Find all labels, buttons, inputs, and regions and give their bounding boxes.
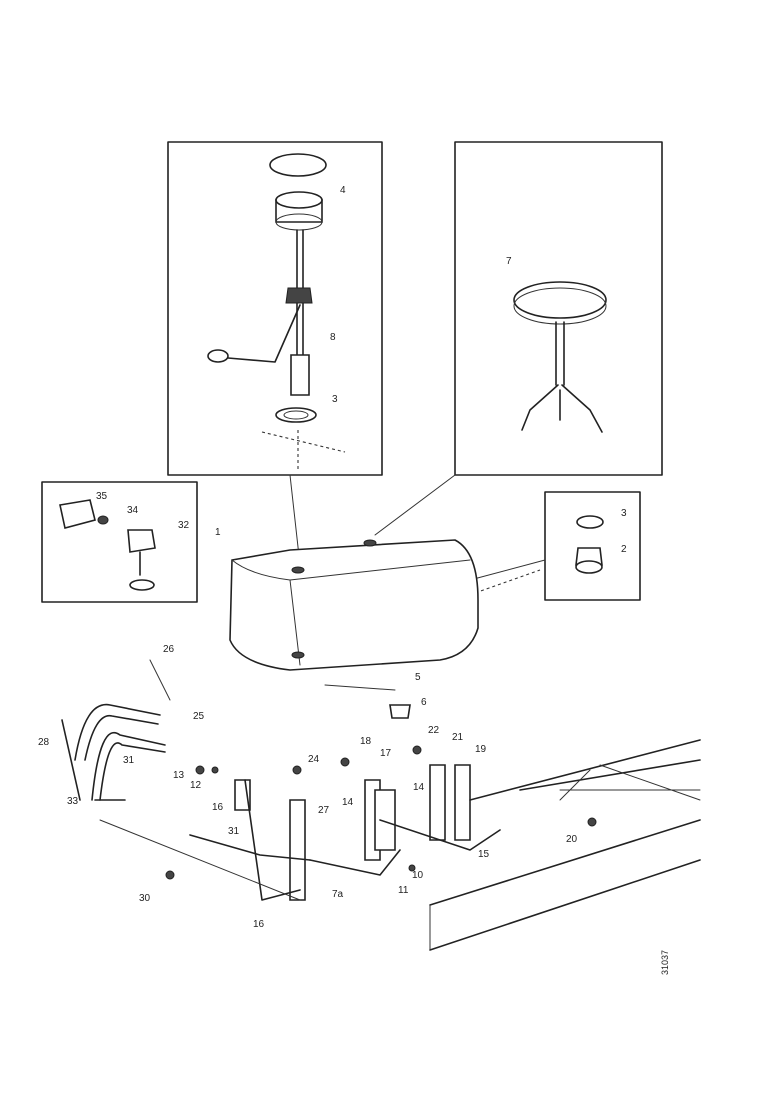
callout-12: 12 [190, 780, 202, 791]
frame-brackets [99, 764, 501, 901]
reference-number: 31037 [660, 950, 670, 975]
callout-35: 35 [96, 491, 108, 502]
hardware [165, 745, 597, 880]
callout-31a: 31 [123, 755, 135, 766]
callout-20: 20 [566, 834, 578, 845]
callout-31b: 31 [228, 826, 240, 837]
callout-26: 26 [163, 644, 175, 655]
callout-32: 32 [178, 520, 190, 531]
callout-17: 17 [380, 748, 392, 759]
callout-6: 6 [421, 697, 427, 708]
callout-14a: 14 [342, 797, 354, 808]
callout-10: 10 [412, 870, 424, 881]
callout-19: 19 [475, 744, 487, 755]
drain-plug [324, 684, 411, 719]
callout-28: 28 [38, 737, 50, 748]
callout-11: 11 [398, 885, 409, 896]
callout-33: 33 [67, 796, 79, 807]
callout-15: 15 [478, 849, 490, 860]
callout-4: 4 [340, 185, 346, 196]
callout-1: 1 [215, 527, 221, 538]
callout-13: 13 [173, 770, 185, 781]
chassis-frame [429, 739, 701, 951]
inset-drain [41, 481, 198, 603]
tank-straps [61, 659, 171, 801]
callout-labels: 4 8 3 7 35 34 32 3 2 1 5 6 26 25 28 31 1… [38, 185, 670, 975]
callout-8: 8 [330, 332, 336, 343]
callout-24: 24 [308, 754, 320, 765]
callout-5: 5 [415, 672, 421, 683]
callout-2: 2 [621, 544, 627, 555]
callout-34: 34 [127, 505, 139, 516]
callout-21: 21 [452, 732, 464, 743]
callout-3: 3 [332, 394, 338, 405]
callout-3b: 3 [621, 508, 627, 519]
callout-16: 16 [212, 802, 224, 813]
fuel-tank [229, 539, 479, 671]
callout-22: 22 [428, 725, 440, 736]
callout-18: 18 [360, 736, 372, 747]
callout-7a: 7a [332, 889, 344, 900]
inset-filter [454, 141, 663, 476]
callout-30: 30 [139, 893, 151, 904]
callout-14b: 14 [413, 782, 425, 793]
callout-27: 27 [318, 805, 330, 816]
callout-7: 7 [506, 256, 512, 267]
callout-16b: 16 [253, 919, 265, 930]
inset-sender-unit [167, 141, 383, 476]
callout-25: 25 [193, 711, 205, 722]
inset-plug [544, 491, 641, 601]
